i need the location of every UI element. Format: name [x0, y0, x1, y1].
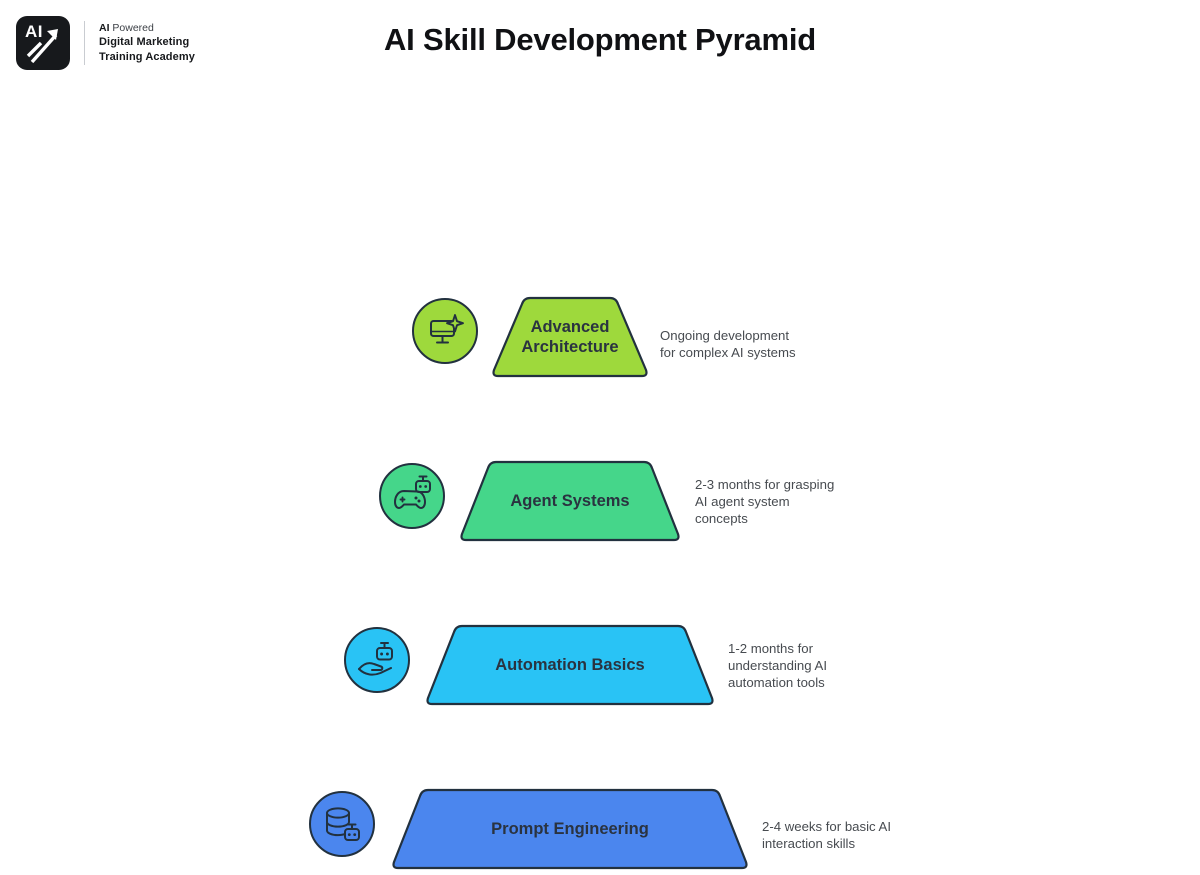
database-robot-icon — [309, 791, 375, 857]
tier-shape-automation-basics[interactable]: Automation Basics — [424, 624, 716, 706]
tier-desc-line1: 2-4 weeks for basic AI — [762, 819, 892, 834]
trapezoid-advanced-architecture — [492, 296, 648, 378]
pyramid-diagram: Advanced Architecture Ongoing developmen… — [0, 148, 1200, 870]
tier-desc-line1: 1-2 months for — [728, 641, 814, 656]
pyramid-tier-automation-basics[interactable]: Automation Basics 1-2 months for underst… — [0, 312, 1200, 706]
tier-description-advanced-architecture: Ongoing development for complex AI syste… — [660, 328, 890, 362]
logo-mark: AI — [16, 16, 70, 70]
logo-name-line1: Digital Marketing — [99, 36, 190, 49]
monitor-sparkle-glyph — [430, 314, 464, 344]
tier-desc-line3: automation tools — [728, 674, 825, 690]
page-title: AI Skill Development Pyramid — [384, 22, 816, 57]
logo-tagline: AI Powered — [99, 22, 195, 36]
page-header: AI AI Powered Digital Marketing Training… — [0, 0, 1200, 92]
trapezoid-automation-basics — [426, 624, 714, 706]
trapezoid-agent-systems — [460, 460, 680, 542]
logo-tagline-bold: AI — [99, 21, 110, 34]
gamepad-robot-icon — [379, 463, 445, 529]
hand-robot-glyph — [358, 642, 393, 676]
tier-description-prompt-engineering: 2-4 weeks for basic AI interaction skill… — [762, 819, 982, 853]
tier-description-automation-basics: 1-2 months for understanding AI automati… — [728, 641, 943, 692]
database-robot-glyph — [326, 807, 360, 841]
tier-desc-line2: understanding AI — [728, 657, 827, 673]
gamepad-robot-glyph — [394, 475, 431, 509]
logo-tagline-rest: Powered — [109, 21, 154, 34]
tier-desc-line2: for complex AI systems — [660, 344, 796, 360]
monitor-sparkle-icon — [412, 298, 478, 364]
tier-desc-line1: Ongoing development — [660, 328, 790, 343]
upward-arrow-icon — [26, 29, 58, 64]
logo-divider — [84, 21, 85, 65]
tier-shape-prompt-engineering[interactable]: Prompt Engineering — [390, 788, 750, 870]
tier-desc-line2: interaction skills — [762, 835, 856, 851]
pyramid-tier-agent-systems[interactable]: Agent Systems 2-3 months for grasping AI… — [0, 230, 1200, 542]
tier-desc-line1: 2-3 months for grasping — [695, 477, 835, 492]
pyramid-tier-advanced-architecture[interactable]: Advanced Architecture Ongoing developmen… — [0, 148, 1200, 378]
logo-name-line2: Training Academy — [99, 50, 195, 63]
trapezoid-prompt-engineering — [392, 788, 748, 870]
logo-ai-text: AI — [25, 22, 43, 41]
tier-desc-line2: AI agent system — [695, 493, 790, 509]
logo-wordmark: AI Powered Digital Marketing Training Ac… — [99, 22, 195, 65]
hand-robot-icon — [344, 627, 410, 693]
tier-description-agent-systems: 2-3 months for grasping AI agent system … — [695, 477, 935, 528]
pyramid-tier-prompt-engineering[interactable]: Prompt Engineering 2-4 weeks for basic A… — [0, 394, 1200, 870]
brand-logo: AI AI Powered Digital Marketing Training… — [16, 16, 195, 70]
tier-desc-line3: concepts — [695, 510, 748, 526]
